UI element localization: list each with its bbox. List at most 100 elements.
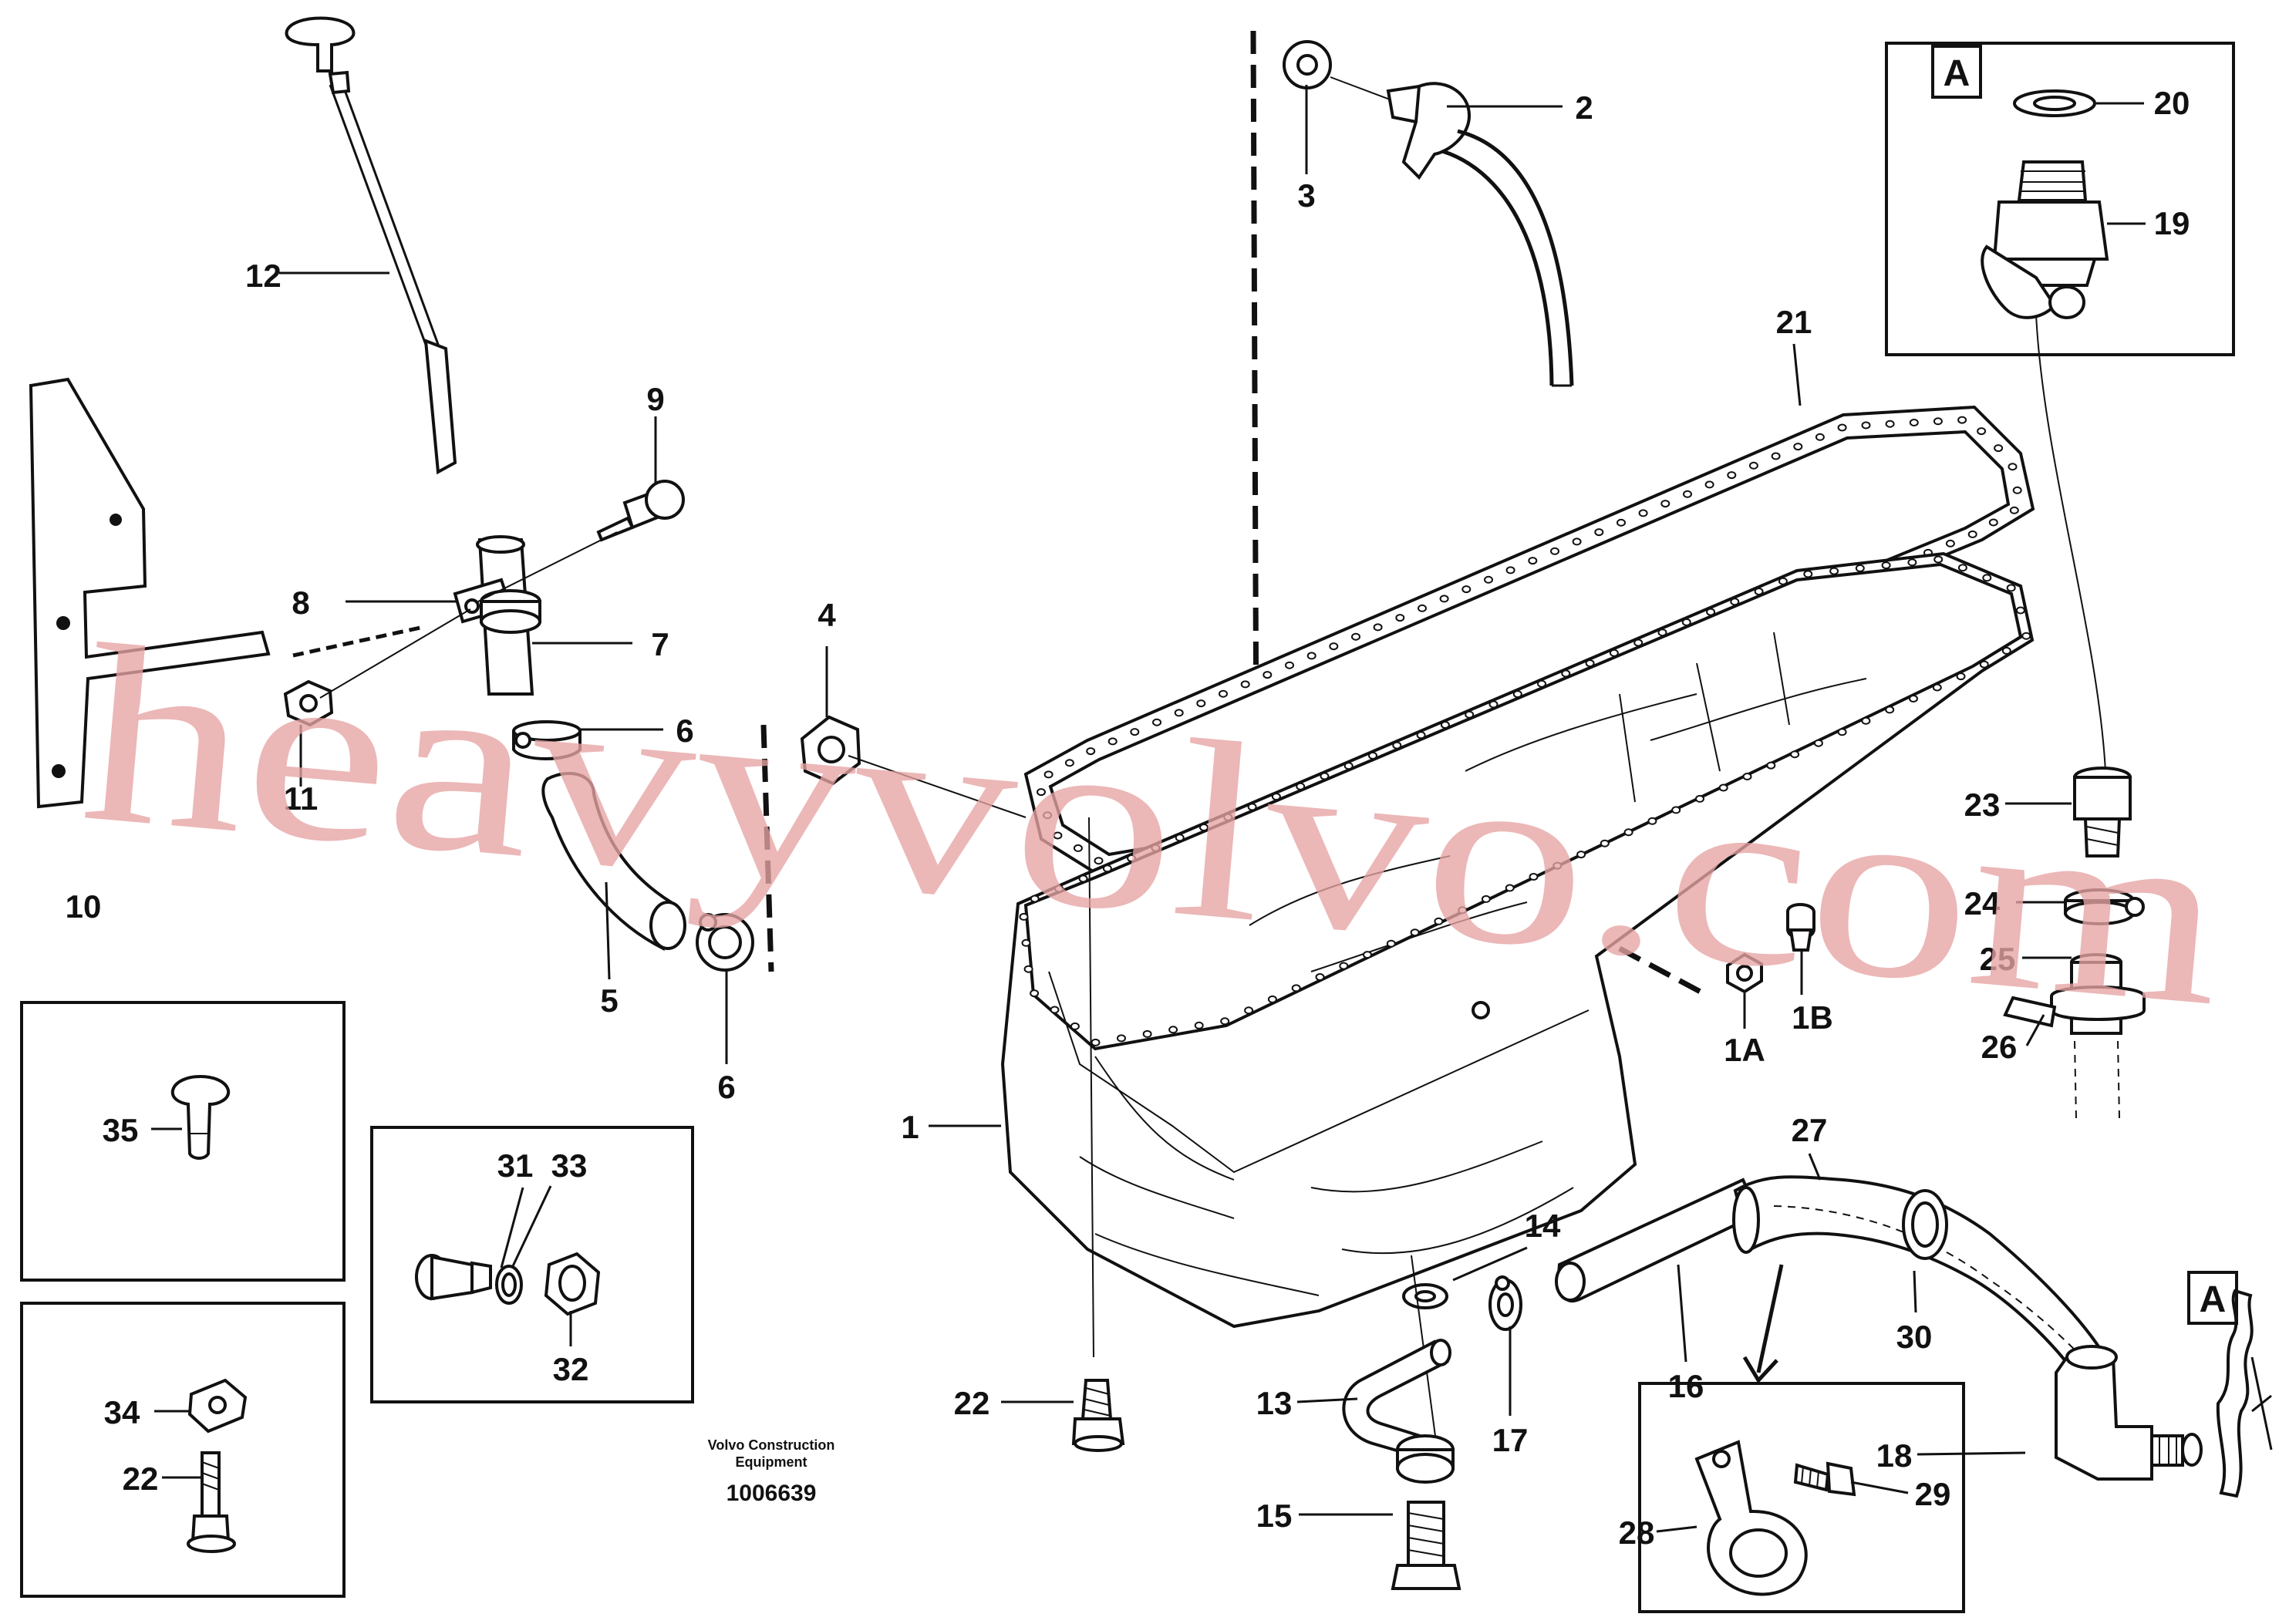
bolt-hole	[1727, 471, 1737, 480]
bolt-hole	[1683, 490, 1692, 498]
bolt-hole	[1933, 555, 1944, 564]
bolt-hole	[1223, 813, 1233, 821]
bolt-hole	[1561, 669, 1571, 678]
dipstick-assembly	[29, 16, 754, 972]
callout-29: 29	[1915, 1476, 1951, 1512]
bolt-hole	[1994, 444, 2004, 453]
bolt-hole	[1465, 710, 1475, 719]
bolt-hole	[1594, 528, 1604, 537]
bolt-hole	[1054, 884, 1064, 893]
bolt-hole	[1793, 443, 1803, 451]
bolt-hole	[1967, 530, 1977, 538]
bolt-hole	[1695, 794, 1704, 803]
bolt-hole	[1043, 811, 1053, 820]
bolt-hole	[1070, 1022, 1080, 1030]
bolt-hole	[1829, 567, 1839, 575]
bolt-hole	[1240, 680, 1250, 689]
bolt-hole	[1271, 793, 1281, 801]
bolt-hole	[1117, 1034, 1126, 1043]
bolt-hole	[1771, 452, 1781, 460]
bolt-hole	[1488, 700, 1499, 709]
callout-30: 30	[1896, 1319, 1933, 1355]
bolt-hole	[2008, 463, 2018, 471]
detail-box-a: A	[1885, 42, 2235, 356]
callout-11: 11	[284, 780, 318, 817]
bolt-hole	[1395, 614, 1405, 622]
callout-1B: 1B	[1792, 999, 1833, 1036]
bolt-hole	[1043, 770, 1054, 779]
bolt-hole	[1329, 642, 1339, 651]
callout-10: 10	[66, 888, 102, 925]
callout-6-lower: 6	[717, 1069, 735, 1105]
bolt-hole	[1671, 806, 1681, 814]
bolt-hole	[1505, 566, 1515, 574]
callout-33: 33	[551, 1147, 588, 1184]
bolt-hole	[1078, 874, 1088, 883]
bolt-hole	[1718, 783, 1728, 792]
callout-22-sump: 22	[954, 1385, 990, 1421]
bolt-hole	[1023, 965, 1033, 973]
bolt-hole	[1957, 564, 1967, 572]
bolt-hole	[1885, 419, 1895, 428]
bolt-hole	[1247, 803, 1257, 811]
callout-17: 17	[1492, 1422, 1529, 1458]
oil-level-sensor	[1283, 40, 1574, 387]
bolt-hole	[1410, 928, 1420, 937]
maker-line-1: Volvo Construction	[708, 1437, 835, 1453]
callout-7: 7	[651, 626, 669, 662]
bolt-hole	[1933, 417, 1943, 426]
bolt-hole	[1481, 895, 1491, 903]
bolt-hole	[1392, 741, 1402, 750]
bolt-hole	[1030, 989, 1040, 998]
bolt-hole	[1837, 423, 1847, 432]
leader-lines	[151, 85, 2146, 1533]
bolt-hole	[1932, 683, 1942, 692]
callout-9: 9	[646, 381, 664, 417]
oil-sump-pan	[1000, 551, 2035, 1329]
bolt-hole	[1552, 861, 1563, 870]
callout-32: 32	[553, 1351, 589, 1387]
bolt-hole	[1461, 585, 1472, 594]
bolt-hole	[1638, 509, 1648, 517]
bolt-hole	[1151, 844, 1161, 852]
drawing-number: 1006639	[727, 1481, 817, 1506]
bolt-hole	[1600, 839, 1610, 847]
bolt-hole	[1766, 761, 1776, 770]
bolt-hole	[1537, 679, 1546, 688]
bolt-hole	[2012, 486, 2022, 494]
bolt-hole	[1909, 419, 1919, 426]
bolt-hole	[1219, 689, 1228, 698]
bolt-hole	[1343, 762, 1354, 770]
bolt-hole	[1220, 1017, 1230, 1026]
bolt-hole	[1660, 500, 1670, 508]
callout-34: 34	[104, 1394, 140, 1430]
bolt-hole	[1434, 917, 1444, 925]
callout-2: 2	[1575, 89, 1593, 126]
bolt-hole	[1363, 951, 1372, 959]
bolt-hole	[1315, 973, 1325, 981]
bolt-hole	[1458, 906, 1468, 915]
bolt-hole	[1351, 632, 1360, 641]
bolt-hole	[1263, 671, 1273, 679]
callout-14: 14	[1525, 1208, 1561, 1244]
callout-20: 20	[2154, 85, 2190, 121]
callout-31: 31	[497, 1147, 534, 1184]
maker-line-2: Equipment	[736, 1454, 807, 1470]
bolt-hole	[1576, 851, 1586, 859]
bolt-hole	[1572, 537, 1582, 546]
drawing-footer: Volvo Construction Equipment 1006639	[708, 1437, 835, 1506]
callout-25: 25	[1980, 941, 2016, 977]
bolt-hole	[1550, 547, 1559, 555]
callout-15: 15	[1256, 1498, 1293, 1534]
bolt-hole	[1030, 895, 1040, 903]
bolt-hole	[1416, 731, 1426, 740]
bolt-hole	[1945, 539, 1955, 548]
bolt-hole	[1982, 574, 1992, 582]
bolt-hole	[1956, 672, 1966, 681]
bolt-hole	[1174, 709, 1184, 717]
plug-nut	[800, 715, 1027, 818]
bolt-hole	[1855, 564, 1865, 572]
bolt-hole	[1909, 695, 1918, 702]
callout-3: 3	[1297, 177, 1315, 214]
bolt-hole	[1285, 661, 1294, 669]
